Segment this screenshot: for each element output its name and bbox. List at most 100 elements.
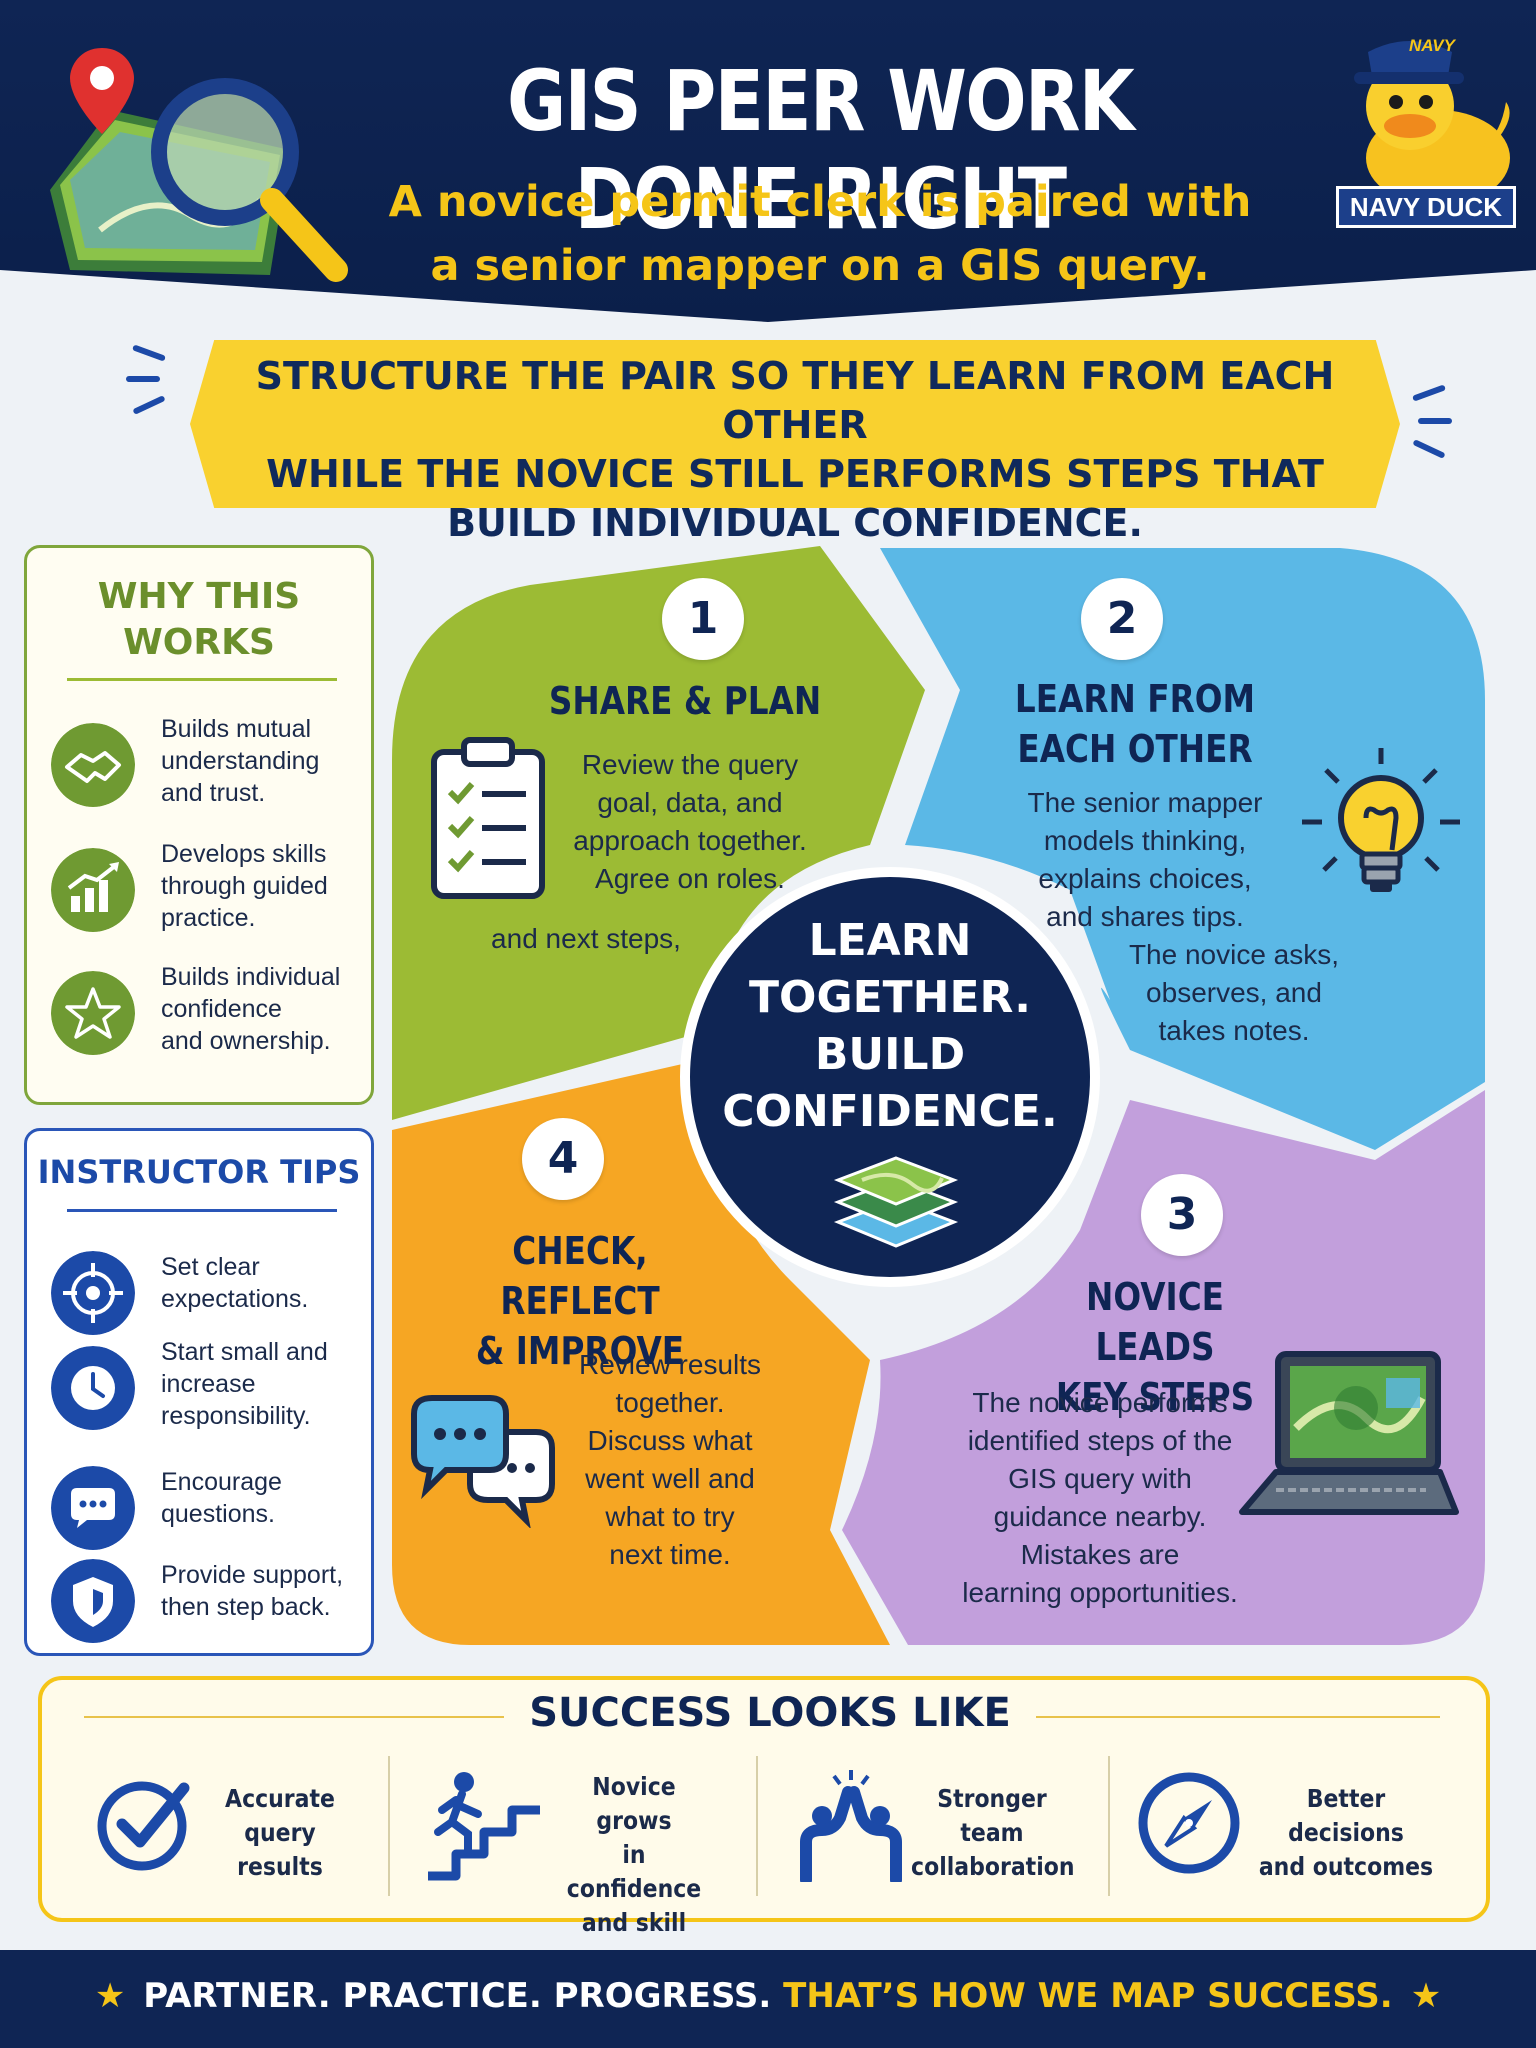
step-2-title: LEARN FROM EACH OTHER (985, 674, 1286, 774)
panel-divider (67, 1209, 337, 1212)
star-icon (51, 971, 135, 1055)
text-line: confidence (161, 995, 282, 1023)
spark-mark (1412, 439, 1446, 459)
body-line: and shares tips. (1046, 901, 1244, 932)
body-line: The novice performs (972, 1387, 1228, 1418)
banner-line: BUILD INDIVIDUAL CONFIDENCE. (447, 501, 1143, 545)
panel-divider (67, 678, 337, 681)
success-item-text: Accurate query results (201, 1782, 359, 1884)
body-line: Review the query (581, 749, 799, 780)
navy-duck-logo (1354, 41, 1510, 206)
body-line: observes, and (1146, 977, 1322, 1008)
body-line: approach together. (573, 825, 807, 856)
why-panel-title: WHY THIS WORKS (27, 574, 371, 666)
tip-item: Encourage questions. (51, 1456, 371, 1556)
text-line: Develops skills (161, 840, 327, 868)
spark-mark (126, 376, 160, 382)
body-line: The senior mapper (1027, 787, 1263, 818)
star-icon: ★ (94, 1976, 126, 2016)
footer-band (0, 1950, 1536, 2048)
text-line: in confidence (566, 1840, 702, 1903)
checkmark-icon (97, 1781, 190, 1871)
growth-chart-icon (51, 848, 135, 932)
body-line: goal, data, and (597, 787, 783, 818)
key-message-banner (190, 340, 1400, 508)
text-line: and outcomes (1258, 1852, 1434, 1881)
text-line: Accurate (225, 1784, 335, 1813)
step-2-number: 2 (1081, 578, 1163, 660)
text-line: expectations. (161, 1285, 309, 1313)
footer-slogan: ★PARTNER. PRACTICE. PROGRESS. THAT’S HOW… (0, 1976, 1536, 2016)
map-layers-icon (833, 1156, 959, 1248)
center-line: CONFIDENCE. (722, 1086, 1058, 1137)
title-line: EACH OTHER (1017, 727, 1253, 771)
tip-item-text: Encourage questions. (161, 1466, 371, 1530)
compass-icon (1138, 1772, 1240, 1874)
center-message: LEARN TOGETHER. BUILD CONFIDENCE. (700, 912, 1080, 1140)
step-4-title: CHECK, REFLECT & IMPROVE (442, 1226, 717, 1376)
body-line: identified steps of the (967, 1425, 1233, 1456)
title-line: CHECK, REFLECT (500, 1229, 660, 1323)
spark-mark (1418, 418, 1452, 424)
subtitle-line: a senior mapper on a GIS query. (430, 241, 1210, 291)
text-line: query results (237, 1818, 323, 1881)
star-icon: ★ (1410, 1976, 1442, 2016)
why-item: Builds mutual understanding and trust. (51, 713, 371, 813)
tip-item-text: Provide support, then step back. (161, 1559, 371, 1623)
text-line: and skill (581, 1908, 687, 1937)
text-line: Set clear (161, 1253, 260, 1281)
body-line: explains choices, (1038, 863, 1252, 894)
center-line: LEARN (808, 915, 972, 966)
success-title: SUCCESS LOOKS LIKE (529, 1690, 1011, 1736)
body-line: guidance nearby. (993, 1501, 1207, 1532)
center-line: BUILD (814, 1029, 966, 1080)
step-2-body-cont: The novice asks, observes, and takes not… (1104, 936, 1364, 1050)
why-this-works-panel: WHY THIS WORKS Builds mutual understandi… (24, 545, 374, 1105)
text-line: responsibility. (161, 1402, 311, 1430)
step-3-number: 3 (1141, 1174, 1223, 1256)
duck-cap-text: NAVY (1409, 36, 1455, 55)
high-five-icon (800, 1770, 902, 1882)
spark-mark (131, 344, 167, 362)
text-line: then step back. (161, 1593, 331, 1621)
text-line: and trust. (161, 779, 266, 807)
text-line: and ownership. (161, 1027, 331, 1055)
success-rule (84, 1716, 504, 1718)
text-line: Start small and (161, 1338, 328, 1366)
tips-panel-title: INSTRUCTOR TIPS (37, 1153, 361, 1191)
step-1-extra: and next steps, (491, 923, 681, 954)
why-item: Develops skills through guided practice. (51, 838, 371, 938)
text-line: questions. (161, 1500, 275, 1528)
title-line: SHARE & PLAN (548, 679, 822, 723)
body-line: learning opportunities. (962, 1577, 1238, 1608)
lightbulb-icon (1302, 748, 1460, 892)
tip-item: Start small and increase responsibility. (51, 1336, 371, 1436)
tip-item-text: Set clear expectations. (161, 1251, 371, 1315)
speech-bubbles-icon (411, 1395, 555, 1528)
spark-mark (132, 395, 166, 415)
success-item-text: Novice grows in confidence and skill (555, 1770, 713, 1940)
page-title: GIS PEER WORK DONE RIGHT (506, 52, 1135, 248)
text-line: Builds mutual (161, 715, 312, 743)
step-4-body: Review results together. Discuss what we… (540, 1346, 800, 1574)
title-line: & IMPROVE (475, 1329, 685, 1373)
title-line: WORKS (123, 622, 275, 663)
success-item-text: Stronger team collaboration (911, 1782, 1074, 1884)
why-item: Builds individual confidence and ownersh… (51, 961, 371, 1061)
step-1-body: Review the query goal, data, and approac… (560, 746, 820, 898)
text-line: Provide support, (161, 1561, 344, 1589)
banner-text: STRUCTURE THE PAIR SO THEY LEARN FROM EA… (230, 352, 1360, 548)
text-line: practice. (161, 904, 256, 932)
body-line: Review results (578, 1349, 762, 1380)
step-2-body: The senior mapper models thinking, expla… (1010, 784, 1280, 936)
instructor-tips-panel: INSTRUCTOR TIPS Set clear expectations. … (24, 1128, 374, 1656)
body-line: GIS query with (1008, 1463, 1192, 1494)
tip-item-text: Start small and increase responsibility. (161, 1336, 371, 1432)
body-line: what to try (605, 1501, 735, 1532)
handshake-icon (51, 723, 135, 807)
page-subtitle: A novice permit clerk is paired with a s… (330, 170, 1310, 298)
tip-item: Provide support, then step back. (51, 1549, 371, 1649)
step-1-title: SHARE & PLAN (543, 676, 827, 726)
target-icon (51, 1251, 135, 1335)
success-divider (756, 1756, 758, 1896)
